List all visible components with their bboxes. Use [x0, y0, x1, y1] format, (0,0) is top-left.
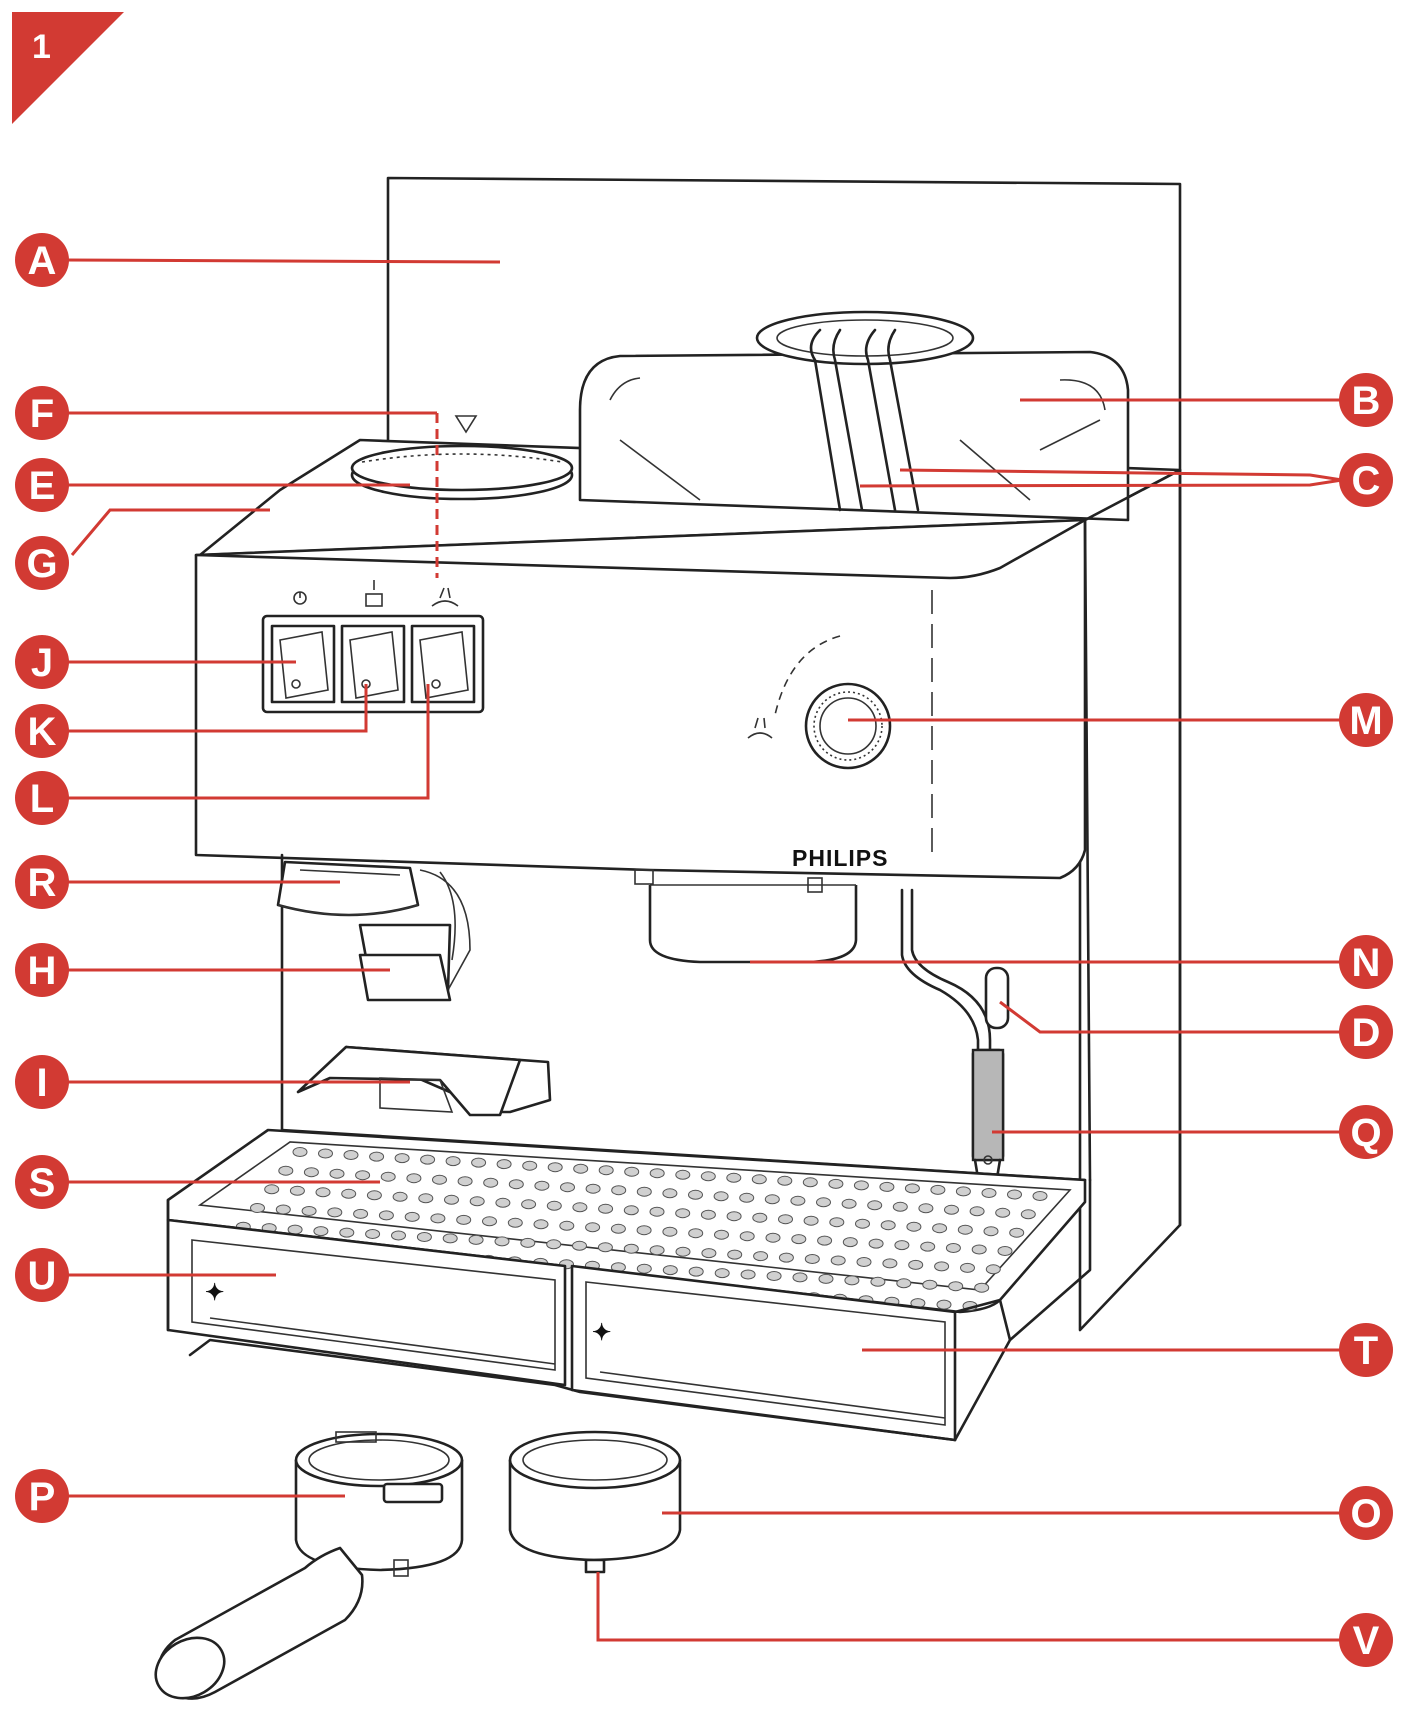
svg-text:D: D	[1352, 1011, 1381, 1055]
badge-O: O	[1339, 1486, 1393, 1540]
steam-knob	[747, 635, 892, 770]
svg-text:S: S	[29, 1161, 56, 1205]
svg-text:T: T	[1354, 1329, 1378, 1373]
svg-text:U: U	[28, 1254, 57, 1298]
drip-tray	[166, 1128, 1087, 1314]
svg-text:G: G	[26, 542, 57, 586]
leader-D	[999, 1000, 1342, 1034]
svg-text:F: F	[30, 392, 54, 436]
steam-wand	[900, 888, 1010, 1180]
svg-text:H: H	[28, 949, 57, 993]
leader-L	[65, 684, 430, 800]
cup-icon	[365, 593, 383, 607]
boiler	[634, 869, 858, 964]
figure-number: 1	[32, 28, 51, 66]
tube-right	[864, 328, 897, 512]
svg-text:B: B	[1352, 379, 1381, 423]
badge-R: R	[15, 855, 69, 909]
svg-text:P: P	[29, 1475, 56, 1519]
svg-text:A: A	[28, 239, 57, 283]
svg-text:M: M	[1349, 699, 1382, 743]
cup-holder	[296, 1045, 552, 1117]
filter-basket	[508, 1430, 682, 1574]
badge-A: A	[15, 233, 69, 287]
badge-M: M	[1339, 693, 1393, 747]
label-badges: A B C D E F G H I J K L M N O P Q R S T …	[15, 233, 1393, 1667]
badge-T: T	[1339, 1323, 1393, 1377]
badge-Q: Q	[1339, 1105, 1393, 1159]
steam-icon	[431, 587, 459, 607]
knob-steam-icon	[747, 717, 773, 739]
badge-B: B	[1339, 373, 1393, 427]
badge-E: E	[15, 458, 69, 512]
leader-G	[70, 508, 270, 556]
svg-text:J: J	[31, 641, 53, 685]
figure-number-tag: 1	[12, 12, 124, 124]
badge-L: L	[15, 771, 69, 825]
leader-lines	[64, 258, 1343, 1642]
badge-D: D	[1339, 1005, 1393, 1059]
badge-I: I	[15, 1055, 69, 1109]
tube-left	[809, 328, 842, 512]
svg-text:K: K	[28, 710, 57, 754]
dial-marker-icon	[454, 415, 478, 434]
portafilter	[154, 1431, 464, 1700]
water-tank	[578, 350, 1130, 522]
svg-text:E: E	[29, 464, 56, 508]
badge-V: V	[1339, 1613, 1393, 1667]
badge-J: J	[15, 635, 69, 689]
machine-drawing: PHILIPS	[154, 176, 1182, 1700]
svg-text:Q: Q	[1350, 1111, 1381, 1155]
badge-G: G	[15, 536, 69, 590]
drawer-logo-icon-2: ✦	[592, 1319, 612, 1345]
svg-text:L: L	[30, 777, 54, 821]
leader-A	[64, 258, 501, 264]
badge-F: F	[15, 386, 69, 440]
coffee-spout	[358, 869, 471, 1002]
brand-logo: PHILIPS	[792, 845, 888, 871]
badge-K: K	[15, 704, 69, 758]
badge-C: C	[1339, 453, 1393, 507]
drawer-logo-icon: ✦	[205, 1279, 225, 1305]
brew-head	[276, 860, 420, 917]
badge-P: P	[15, 1469, 69, 1523]
svg-text:C: C	[1352, 459, 1381, 503]
svg-text:I: I	[36, 1061, 47, 1105]
badge-N: N	[1339, 935, 1393, 989]
badge-U: U	[15, 1248, 69, 1302]
leader-K	[65, 684, 368, 733]
svg-text:O: O	[1350, 1492, 1381, 1536]
svg-text:N: N	[1352, 941, 1381, 985]
front-body	[194, 518, 1087, 880]
badge-S: S	[15, 1155, 69, 1209]
cup-warmer-dial	[350, 415, 574, 501]
svg-text:R: R	[28, 861, 57, 905]
leader-V	[596, 1572, 1342, 1642]
leader-C2	[859, 478, 1343, 488]
badge-H: H	[15, 943, 69, 997]
leader-C1	[899, 468, 1343, 482]
svg-text:V: V	[1353, 1619, 1380, 1663]
